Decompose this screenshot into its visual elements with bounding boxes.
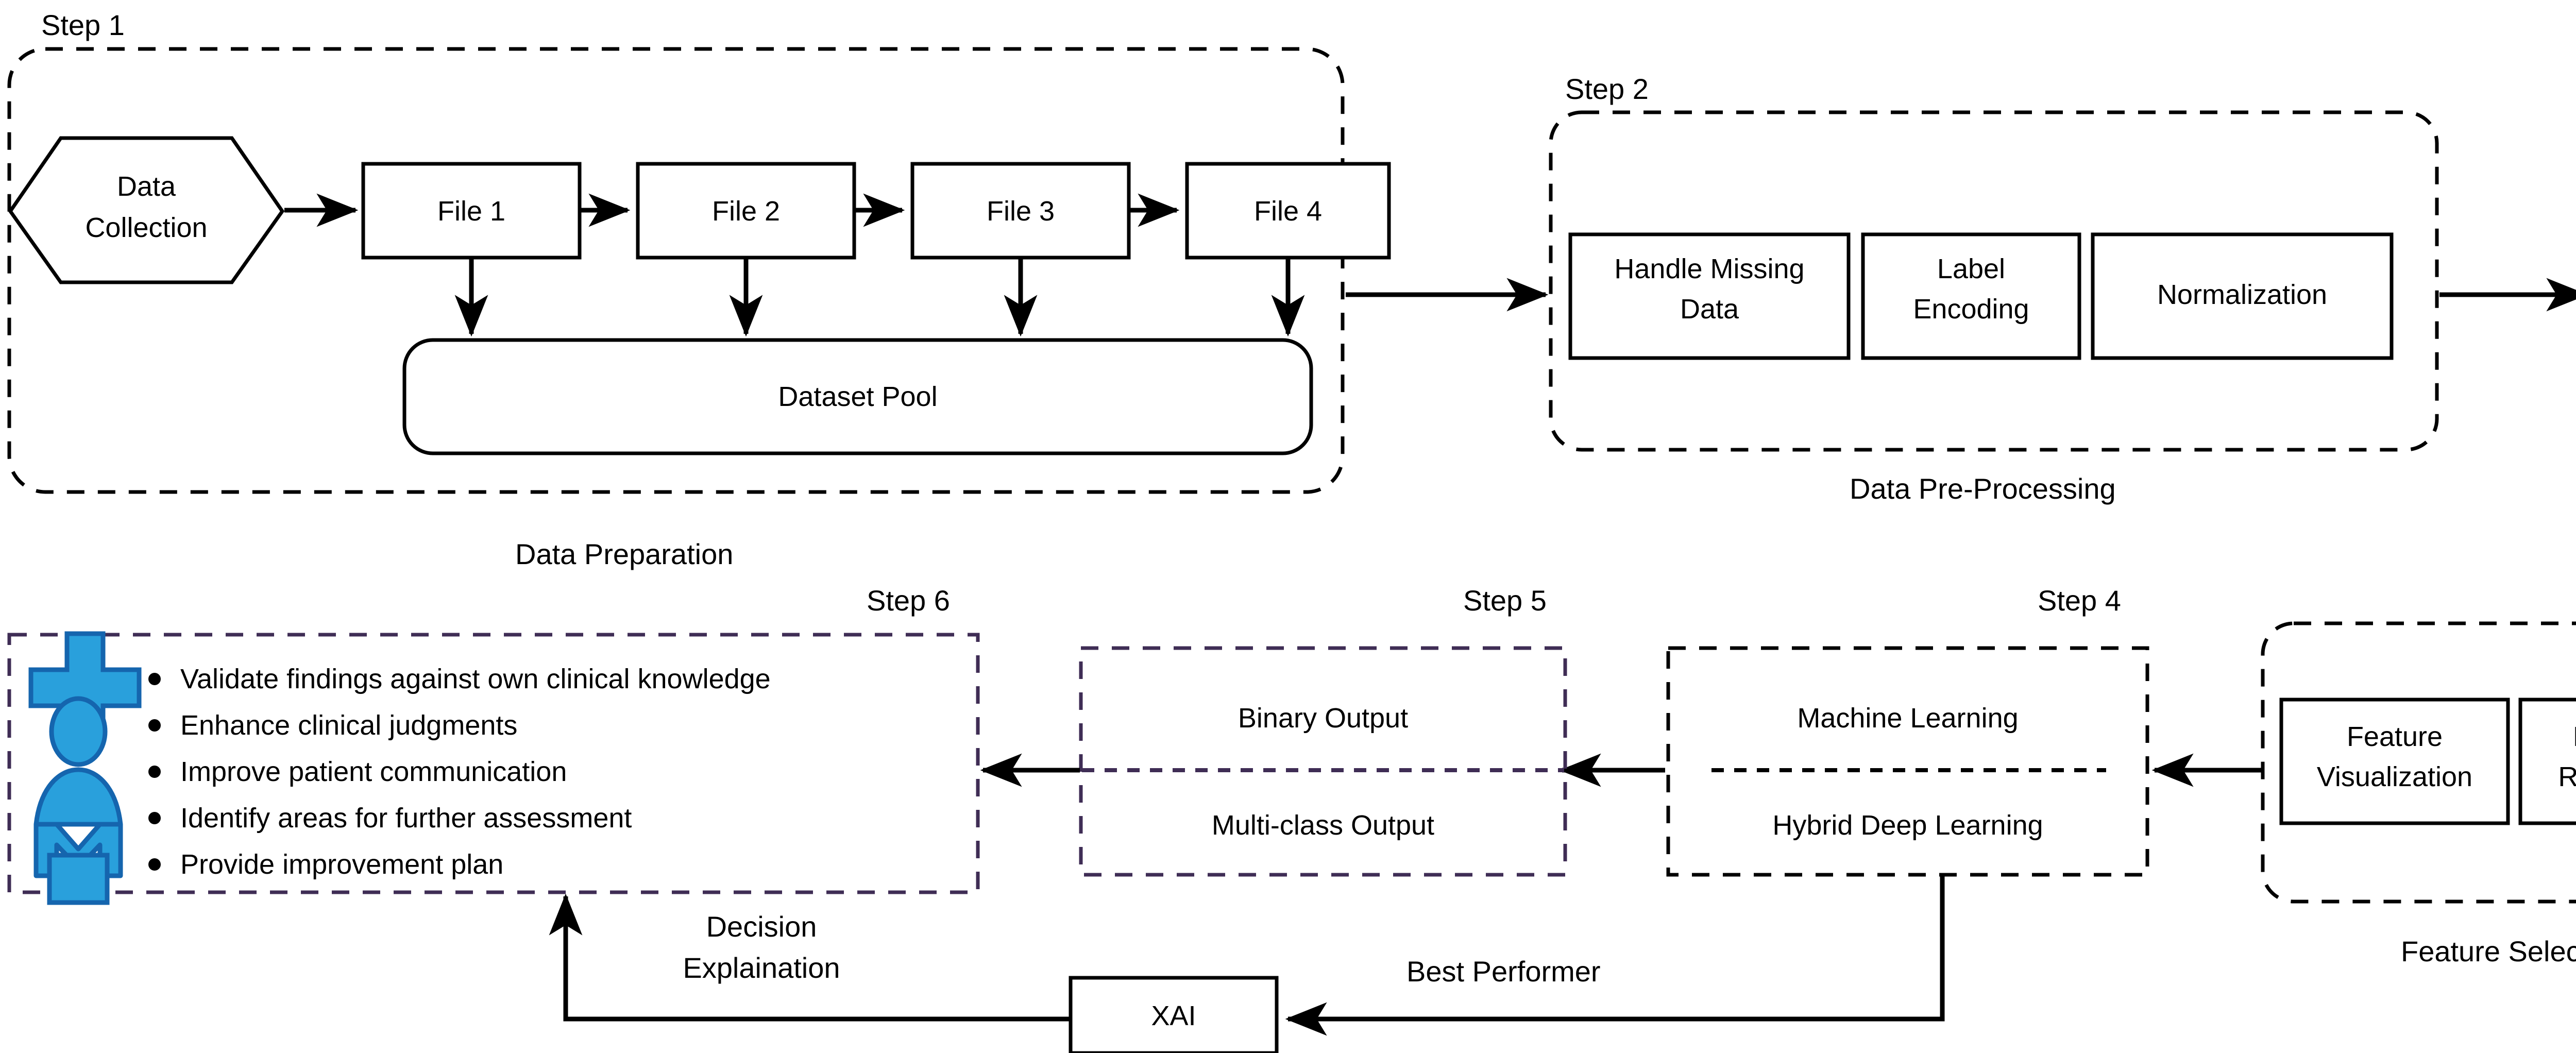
step5-label: Step 5 (1463, 584, 1547, 617)
bullet-dot (148, 858, 161, 871)
feature-reduction-node[interactable] (2518, 698, 2576, 825)
clinician-medical-icon (28, 631, 142, 905)
step2-boundary (1549, 110, 2439, 452)
step1-boundary (7, 47, 1345, 494)
step1-group: Step 1 Data Preparation Data Collection … (7, 9, 1391, 570)
file-2-node[interactable] (636, 162, 856, 260)
label-encoding-line1: Label (1937, 253, 2005, 284)
data-collection-node[interactable] (8, 136, 285, 284)
dataset-pool-node[interactable] (402, 338, 1313, 455)
feature-visualization-node[interactable] (2279, 698, 2510, 825)
step6-boundary[interactable] (7, 633, 980, 894)
edge-xai-to-step6 (549, 893, 1070, 1022)
step1-caption: Data Preparation (515, 538, 733, 570)
feature-reduction-line2: Reduction (2558, 761, 2576, 792)
xai-node[interactable]: XAI (1069, 976, 1279, 1053)
file-3-label: File 3 (987, 196, 1055, 227)
decision-explanation-line2: Explaination (683, 952, 840, 984)
data-collection-line1: Data (117, 171, 176, 202)
file-4-node[interactable] (1185, 162, 1391, 260)
best-performer-label: Best Performer (1406, 955, 1601, 988)
bullet-dot (148, 812, 161, 824)
label-encoding-node[interactable] (1861, 232, 2081, 360)
step3-group: Step 3 Feature Selection Feature Visuali… (2261, 621, 2576, 967)
step6-bullet-5: Provide improvement plan (180, 849, 503, 880)
step5-boundary[interactable] (1079, 646, 1567, 877)
feature-reduction-line1: Feature (2573, 721, 2576, 752)
step6-bullet-2: Enhance clinical judgments (180, 710, 517, 741)
step6-label: Step 6 (867, 584, 950, 617)
data-collection-line2: Collection (85, 212, 207, 243)
step6-group: Step 6 Validate findings against own cli… (7, 584, 980, 905)
step2-group: Step 2 Data Pre-Processing Handle Missin… (1549, 73, 2439, 505)
step3-caption: Feature Selection (2401, 935, 2576, 967)
step6-bullet-4: Identify areas for further assessment (180, 803, 632, 834)
step5-group: Step 5 Binary Output Multi-class Output (1079, 584, 1567, 877)
handle-missing-data-line2: Data (1680, 294, 1739, 325)
bullet-dot (148, 673, 161, 685)
hybrid-deep-learning-label: Hybrid Deep Learning (1772, 810, 2043, 841)
clinician-coat-icon (47, 853, 110, 905)
handle-missing-data-node[interactable] (1568, 232, 1851, 360)
multi-class-output-label: Multi-class Output (1212, 810, 1434, 841)
clinician-head-icon (49, 696, 108, 767)
file-1-label: File 1 (437, 196, 505, 227)
file-3-node[interactable] (910, 162, 1131, 260)
xai-label: XAI (1151, 1000, 1196, 1031)
bullet-dot (148, 719, 161, 732)
feature-visualization-line1: Feature (2347, 721, 2443, 752)
normalization-label: Normalization (2157, 279, 2327, 310)
binary-output-label: Binary Output (1238, 703, 1408, 734)
file-4-label: File 4 (1254, 196, 1322, 227)
step3-boundary (2261, 621, 2576, 904)
step1-label: Step 1 (41, 9, 125, 41)
step2-caption: Data Pre-Processing (1850, 472, 2116, 505)
edge-step4-to-xai (1285, 876, 1945, 1036)
dataset-pool-label: Dataset Pool (778, 381, 937, 412)
step6-bullet-1: Validate findings against own clinical k… (180, 664, 771, 694)
bullet-dot (148, 766, 161, 778)
step4-label: Step 4 (2038, 584, 2121, 617)
step2-label: Step 2 (1565, 73, 1649, 105)
file-1-node[interactable] (361, 162, 582, 260)
step4-boundary[interactable] (1666, 646, 2149, 877)
step4-group: Step 4 Machine Learning Hybrid Deep Lear… (1666, 584, 2149, 877)
machine-learning-label: Machine Learning (1797, 703, 2018, 734)
normalization-node[interactable] (2091, 232, 2394, 360)
file-2-label: File 2 (712, 196, 780, 227)
feature-visualization-line2: Visualization (2317, 761, 2472, 792)
step6-bullet-3: Improve patient communication (180, 756, 567, 787)
handle-missing-data-line1: Handle Missing (1614, 253, 1804, 284)
decision-explanation-line1: Decision (706, 910, 817, 943)
label-encoding-line2: Encoding (1913, 294, 2029, 325)
